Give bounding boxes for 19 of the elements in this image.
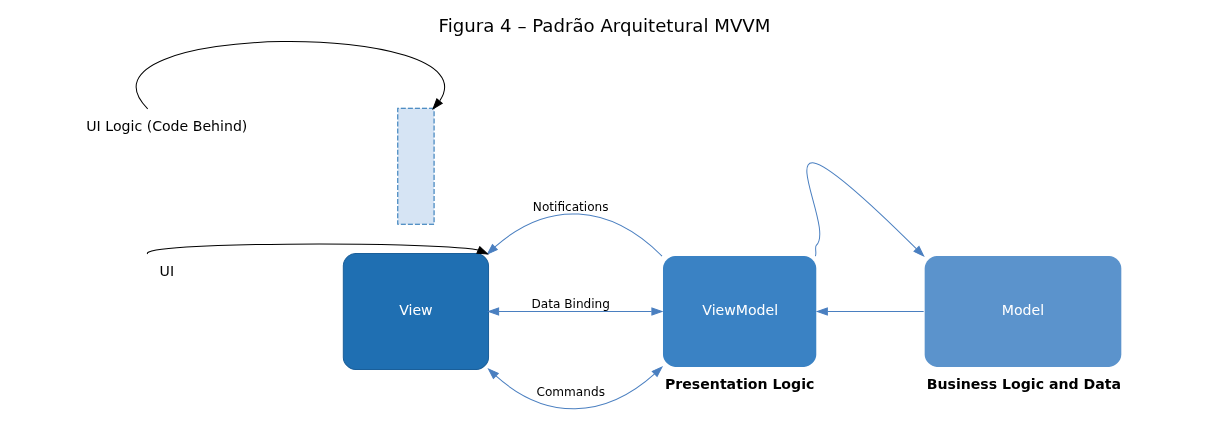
arrow: [486, 365, 663, 409]
arrow: [486, 306, 663, 316]
node-box: [396, 107, 435, 225]
node-box: Model: [924, 255, 1121, 367]
diagram-title: Figura 4 – Padrão Arquitetural MVVM: [438, 14, 770, 36]
node-label: Business Logic and Data: [926, 375, 1121, 392]
node-text: UI Logic (Code Behind): [85, 117, 247, 134]
arrow: [815, 306, 924, 316]
node-box: View: [342, 252, 489, 370]
node-label: Presentation Logic: [664, 375, 814, 392]
edge-label: Commands: [535, 384, 605, 399]
edge-label: Data Binding: [531, 296, 610, 311]
arrow: [805, 162, 925, 257]
arrow: [485, 213, 662, 257]
arrow: [146, 243, 489, 255]
node-box: ViewModel: [662, 255, 816, 367]
node-text: UI: [159, 262, 174, 279]
arrow: [135, 40, 444, 110]
edge-label: Notifications: [532, 199, 609, 214]
